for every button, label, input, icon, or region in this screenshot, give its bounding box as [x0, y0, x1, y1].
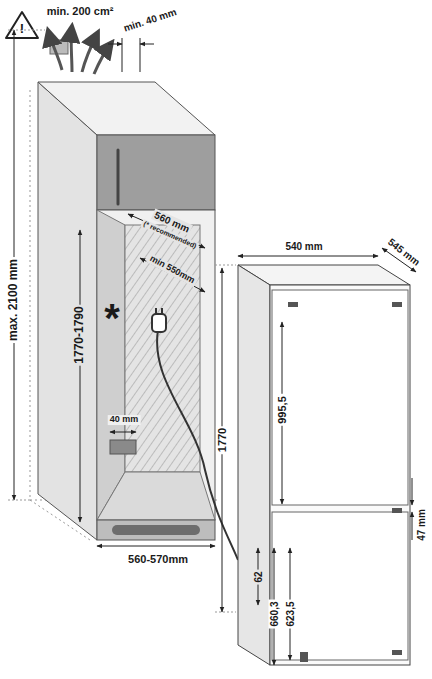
plinth [97, 520, 215, 540]
dimension: 560-570mm [126, 553, 190, 565]
niche-back-wall [125, 225, 200, 472]
dimension: max. 2100 mm [7, 257, 20, 343]
dimension: 47 mm [416, 507, 427, 543]
dimension: 1770-1790 [73, 304, 86, 365]
dimension: 623,5 [285, 599, 296, 628]
dimension: 540 mm [283, 241, 324, 252]
dimension: 40 mm [108, 415, 141, 425]
rear-vent [110, 440, 136, 454]
plinth-vent [112, 525, 200, 535]
cabinet-side [38, 82, 97, 540]
dimension: 995,5 [276, 394, 288, 426]
dimension: 62 [253, 569, 264, 584]
warning-mark: ! [18, 22, 26, 36]
cabinet-top [38, 82, 215, 135]
recommended-mark: * [102, 296, 122, 340]
fridge-side [238, 265, 270, 665]
dimension: 1770 [216, 426, 228, 454]
top-gap: min. 40 mm [120, 6, 180, 35]
fridge-door [272, 290, 408, 505]
upper-door [97, 135, 215, 210]
ventilation-area: min. 200 cm² [45, 5, 116, 17]
warning-triangle [6, 12, 38, 38]
fridge-front [270, 285, 410, 665]
niche [97, 210, 215, 520]
dimension: 660,3 [269, 599, 280, 628]
freezer-door [272, 512, 408, 660]
power-plug [152, 314, 166, 332]
